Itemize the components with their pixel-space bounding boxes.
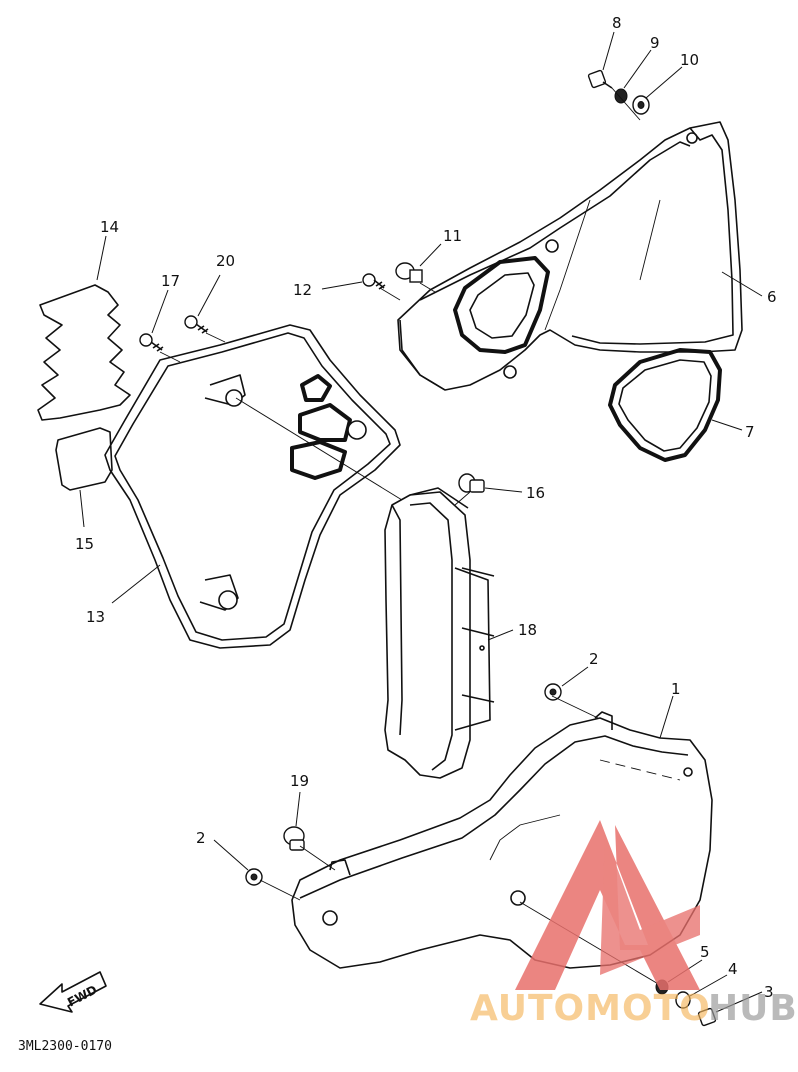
washer-4 xyxy=(675,991,691,1009)
drawing-code: 3ML2300-0170 xyxy=(18,1039,112,1054)
part-labels: 8 9 10 11 12 6 14 17 20 7 16 15 13 18 2 … xyxy=(75,14,777,1001)
label-9: 9 xyxy=(650,34,660,52)
label-16: 16 xyxy=(526,484,545,502)
label-14: 14 xyxy=(100,218,119,236)
screw-12 xyxy=(362,273,386,290)
label-2-upper: 2 xyxy=(589,650,599,668)
label-1: 1 xyxy=(671,680,681,698)
label-2-lower: 2 xyxy=(196,829,206,847)
watermark-text-orange: AUTOMOTO xyxy=(470,988,711,1029)
small-plate xyxy=(55,427,113,491)
screw-20 xyxy=(184,315,209,334)
label-6: 6 xyxy=(767,288,777,306)
label-18: 18 xyxy=(518,621,537,639)
label-17: 17 xyxy=(161,272,180,290)
gasket-seal xyxy=(608,348,722,462)
label-7: 7 xyxy=(745,423,755,441)
bolt-3 xyxy=(697,1007,717,1027)
washer-10 xyxy=(632,95,650,115)
side-cover-left xyxy=(104,324,401,649)
label-5: 5 xyxy=(700,943,710,961)
label-10: 10 xyxy=(680,51,699,69)
grommet-11 xyxy=(395,262,423,283)
fwd-arrow-icon: FWD xyxy=(39,971,107,1013)
label-20: 20 xyxy=(216,252,235,270)
label-11: 11 xyxy=(443,227,462,245)
label-19: 19 xyxy=(290,772,309,790)
leader-lines xyxy=(79,31,763,1013)
label-8: 8 xyxy=(612,14,622,32)
grommet-19 xyxy=(283,826,305,851)
screw-17 xyxy=(139,333,164,352)
side-cover-upper-right xyxy=(397,121,743,391)
grommet-16 xyxy=(458,473,485,493)
watermark-text-gray: HUB xyxy=(708,988,798,1029)
bolt-8 xyxy=(587,69,613,89)
label-4: 4 xyxy=(728,960,738,978)
spring-washer-9 xyxy=(614,88,628,104)
air-duct-bracket xyxy=(384,487,495,779)
label-12: 12 xyxy=(293,281,312,299)
collar-bolt-2-lower xyxy=(245,868,263,886)
label-13: 13 xyxy=(86,608,105,626)
label-3: 3 xyxy=(764,983,774,1001)
decal-sheet xyxy=(37,284,131,421)
watermark-logo: AUTOMOTO HUB xyxy=(470,820,798,1029)
label-15: 15 xyxy=(75,535,94,553)
collar-bolt-2-upper xyxy=(544,683,562,701)
